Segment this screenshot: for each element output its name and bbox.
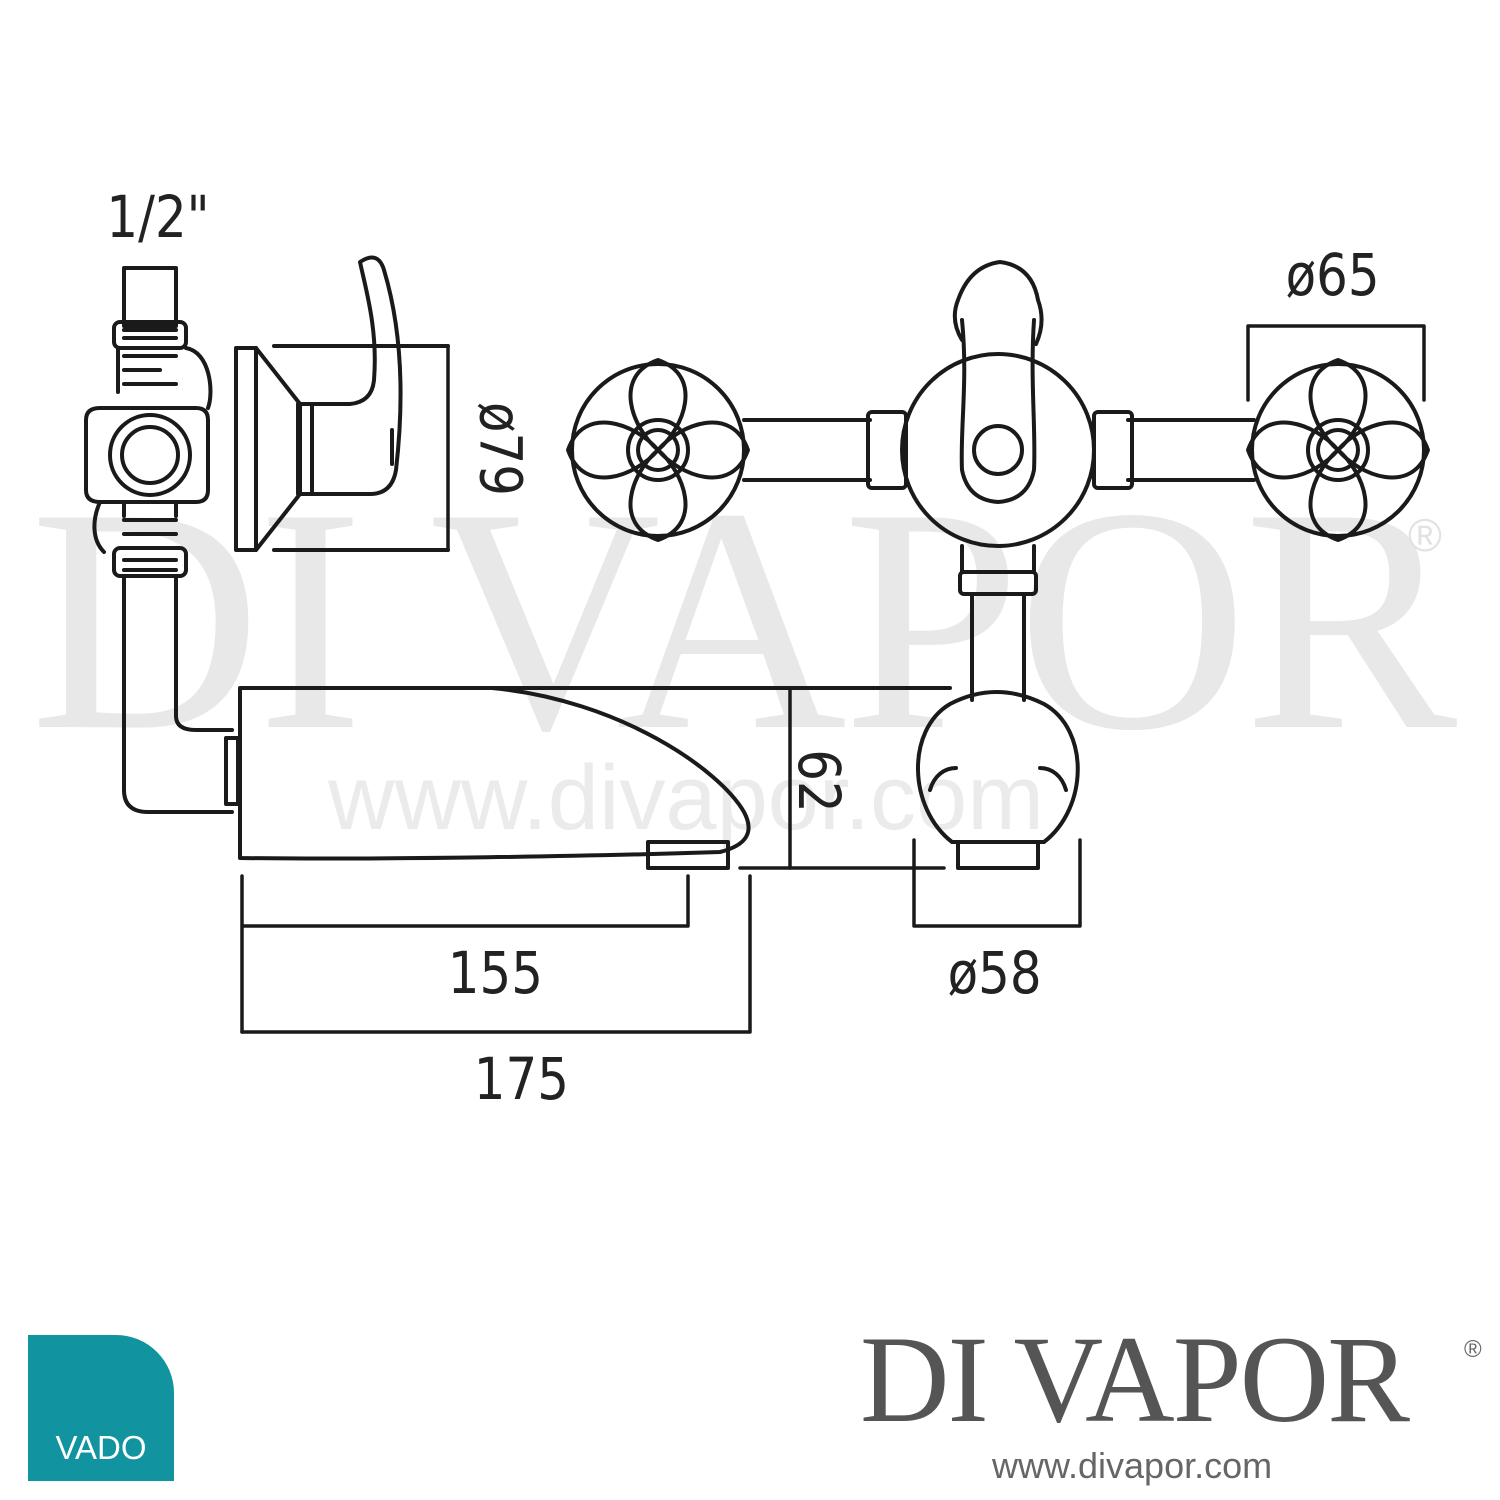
dimension-spout-outlet: 155 [447,939,543,1007]
dimension-inlet-thread: 1/2" [106,183,210,251]
dimension-spout-height: 62 [784,749,853,813]
spout [238,686,952,870]
cross-handle-left [566,358,750,542]
dimension-diverter-diameter: ø58 [947,939,1042,1007]
vado-logo: VADO [28,1335,174,1481]
dimension-lines [240,324,1426,1034]
watermark-registered-mark: ® [1408,509,1442,561]
divapor-logo: DI VAPOR [860,1311,1410,1448]
connecting-bar [742,410,1256,490]
cross-handle-right [1246,358,1430,542]
divapor-url: www.divapor.com [992,1445,1273,1486]
dimension-spout-total: 175 [473,1045,569,1113]
inlet-connector [112,266,213,410]
dimension-handle-diameter: ø65 [1285,241,1380,309]
lever-handle [310,255,403,496]
valve-body [84,406,210,578]
diverter-knob [916,690,1080,870]
riser-pipe [122,574,240,814]
side-view [84,255,952,870]
flange [234,344,450,552]
vado-logo-text: VADO [55,1429,147,1466]
front-view [566,260,1430,870]
watermark-brand: DI VAPOR [30,443,1457,797]
divapor-registered-mark: ® [1464,1336,1482,1363]
dimension-flange-diameter: ø79 [466,402,535,496]
central-mixer-body [900,260,1096,702]
